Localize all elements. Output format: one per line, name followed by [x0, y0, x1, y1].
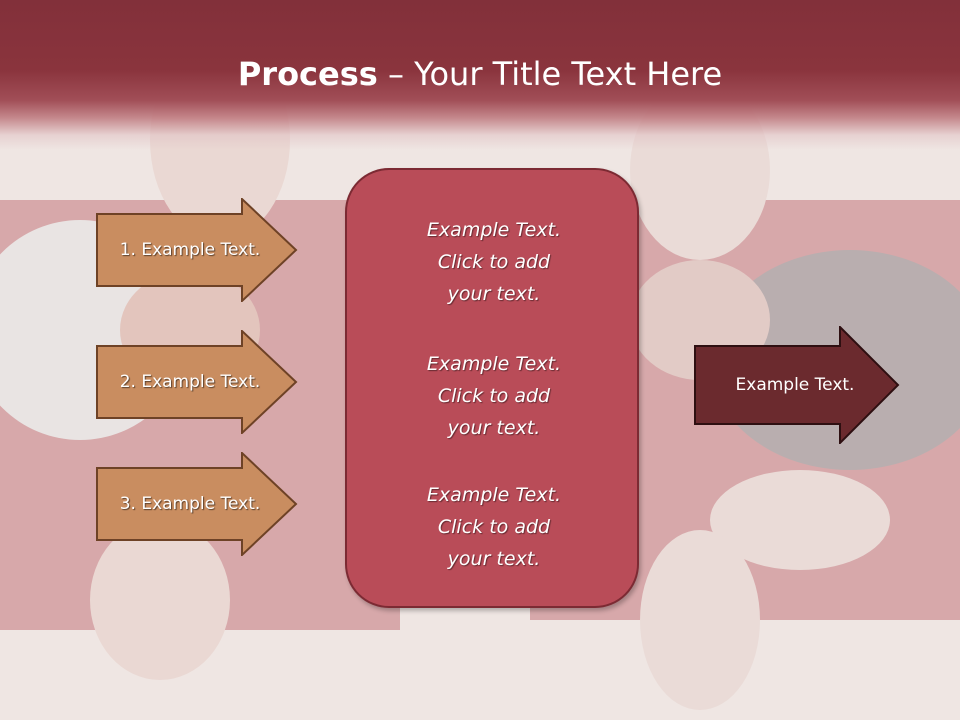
slide-title: Process – Your Title Text Here: [0, 52, 960, 96]
center-text-box[interactable]: Example Text. Click to add your text. Ex…: [345, 168, 639, 608]
step-arrow-2[interactable]: 2. Example Text.: [96, 330, 298, 434]
output-label: Example Text.: [735, 375, 855, 395]
center-block-1-line-3: your text.: [447, 283, 541, 305]
center-block-1: Example Text. Click to add your text.: [347, 214, 641, 310]
center-block-2-line-3: your text.: [447, 417, 541, 439]
arrow-right-icon: [96, 198, 298, 302]
center-block-1-line-1: Example Text.: [426, 219, 562, 241]
step-label-3: 3. Example Text.: [119, 494, 261, 514]
title-band: [0, 0, 960, 150]
center-block-3-line-2: Click to add: [437, 516, 551, 538]
center-block-1-line-2: Click to add: [437, 251, 551, 273]
arrow-right-icon: [694, 326, 900, 444]
title-bold: Process: [237, 55, 378, 93]
arrow-right-icon: [96, 330, 298, 434]
step-label-2: 2. Example Text.: [119, 372, 261, 392]
center-block-3-line-1: Example Text.: [426, 484, 562, 506]
center-block-2-line-2: Click to add: [437, 385, 551, 407]
output-arrow[interactable]: Example Text.: [694, 326, 900, 444]
title-rest: – Your Title Text Here: [377, 55, 723, 93]
center-block-3: Example Text. Click to add your text.: [347, 479, 641, 575]
arrow-right-icon: [96, 452, 298, 556]
step-arrow-3[interactable]: 3. Example Text.: [96, 452, 298, 556]
center-block-3-line-3: your text.: [447, 548, 541, 570]
step-label-1: 1. Example Text.: [119, 240, 261, 260]
center-block-2: Example Text. Click to add your text.: [347, 348, 641, 444]
step-arrow-1[interactable]: 1. Example Text.: [96, 198, 298, 302]
center-block-2-line-1: Example Text.: [426, 353, 562, 375]
